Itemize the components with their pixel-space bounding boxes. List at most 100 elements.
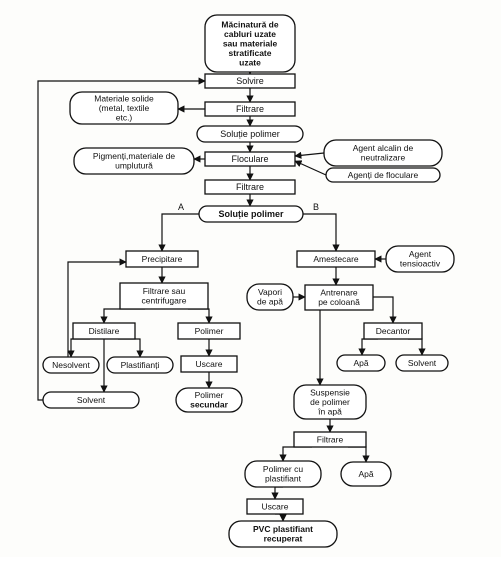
node-polimer: Polimer <box>177 322 241 340</box>
node-solvent2: Solvent <box>42 391 140 409</box>
node-label: stratificate <box>229 48 272 58</box>
node-apa1: Apă <box>336 354 386 372</box>
node-box <box>293 431 367 448</box>
connector <box>158 213 199 252</box>
node-nesolvent: Nesolvent <box>42 356 100 374</box>
node-amestecare: Amestecare <box>296 250 376 268</box>
node-label: Filtrare sau <box>143 286 186 296</box>
node-label: Apă <box>353 358 368 368</box>
node-box <box>395 354 449 372</box>
node-box <box>177 322 241 340</box>
node-label: Plastifianți <box>121 360 160 370</box>
node-box <box>175 387 243 413</box>
node-label: de polimer <box>310 397 350 407</box>
node-label: recuperat <box>264 534 303 544</box>
node-label: Filtrare <box>236 182 264 192</box>
node-apa2: Apă <box>340 461 392 487</box>
node-label: Nesolvent <box>52 360 90 370</box>
node-filtrare1: Filtrare <box>204 101 296 117</box>
node-box <box>196 125 304 143</box>
node-box <box>69 91 179 125</box>
node-label: Solvent <box>408 358 437 368</box>
node-label: Polimer cu <box>263 464 303 474</box>
node-label: Uscare <box>262 501 289 511</box>
node-distilare: Distilare <box>72 322 136 340</box>
node-label: de apă <box>257 297 283 307</box>
node-solutie1: Soluție polimer <box>196 125 304 143</box>
connector <box>358 338 378 356</box>
connector <box>294 160 327 176</box>
node-solvent1: Solvent <box>395 354 449 372</box>
node-box <box>73 147 195 175</box>
node-box <box>42 391 140 409</box>
node-label: tensioactiv <box>400 259 441 269</box>
node-box <box>244 460 322 488</box>
node-box <box>246 498 304 515</box>
node-box <box>363 322 423 340</box>
connector <box>67 258 127 357</box>
connector <box>408 338 426 356</box>
connector <box>303 213 340 252</box>
connector <box>275 513 287 522</box>
node-label: PVC plastifiant <box>253 524 313 534</box>
connector <box>188 308 213 324</box>
node-box <box>204 101 296 117</box>
node-label: Materiale solide <box>94 93 154 103</box>
node-label: Agenți de floculare <box>348 170 419 180</box>
node-box <box>204 151 296 167</box>
node-label: Uscare <box>196 359 223 369</box>
node-box <box>42 356 100 374</box>
connector <box>271 486 283 500</box>
node-label: Agent <box>409 249 432 259</box>
node-box <box>296 250 376 268</box>
node-label: Floculare <box>231 154 268 164</box>
node-box <box>323 139 443 167</box>
node-box <box>180 355 238 373</box>
node-label: Filtrare <box>236 104 264 114</box>
connector <box>100 308 145 324</box>
node-label: Măcinatură de <box>221 19 278 29</box>
node-box <box>228 520 338 548</box>
node-box <box>304 284 374 311</box>
node-label: centrifugare <box>142 296 187 306</box>
node-label: Decantor <box>376 326 411 336</box>
node-box <box>336 354 386 372</box>
node-uscare1: Uscare <box>180 355 238 373</box>
node-label: Soluție polimer <box>220 129 280 139</box>
node-label: Polimer <box>195 390 224 400</box>
node-label: Soluție polimer <box>218 209 284 219</box>
connector <box>279 446 312 462</box>
node-label: Polimer <box>195 326 224 336</box>
node-plastifianti: Plastifianți <box>106 356 174 374</box>
connector <box>294 151 325 159</box>
flow-arrows <box>37 67 426 522</box>
node-label: sau materiale <box>223 38 278 48</box>
node-label: secundar <box>190 400 228 410</box>
node-box <box>340 461 392 487</box>
connector <box>118 338 144 358</box>
node-box <box>204 73 296 89</box>
connector <box>348 446 370 463</box>
node-label: Solvire <box>236 76 264 86</box>
node-label: Antrenare <box>320 288 358 298</box>
node-label: Solvent <box>77 395 106 405</box>
node-box <box>72 322 136 340</box>
node-decantor: Decantor <box>363 322 423 340</box>
node-filtrare2: Filtrare <box>204 179 296 195</box>
node-label: Filtrare <box>317 434 344 444</box>
node-box <box>106 356 174 374</box>
node-label: plastifiant <box>265 474 302 484</box>
node-label: pe coloană <box>318 297 360 307</box>
node-solvire: Solvire <box>204 73 296 89</box>
